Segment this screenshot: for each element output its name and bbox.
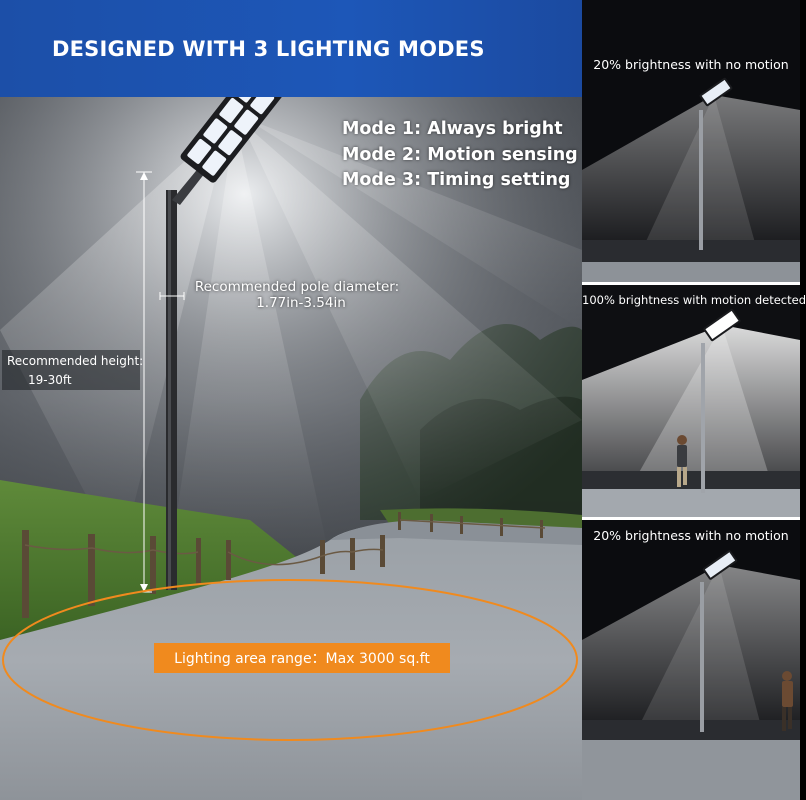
lighting-area-badge: Lighting area range：Max 3000 sq.ft	[154, 643, 450, 673]
height-callout: Recommended height: 19-30ft	[2, 350, 144, 390]
panel-caption: 20% brightness with no motion	[593, 528, 789, 543]
mode-example-panel: 100% brightness with motion detected	[582, 285, 806, 517]
night-street-photo	[582, 0, 800, 282]
night-street-photo	[582, 520, 800, 800]
headline-banner: DESIGNED WITH 3 LIGHTING MODES	[0, 0, 582, 97]
person-figure	[782, 671, 793, 731]
pole-diameter-label: Recommended pole diameter:	[194, 279, 400, 295]
panel-caption: 20% brightness with no motion	[593, 57, 789, 72]
headline: DESIGNED WITH 3 LIGHTING MODES	[52, 36, 485, 61]
main-scene: DESIGNED WITH 3 LIGHTING MODES Mode 1: A…	[0, 0, 582, 800]
night-street-photo	[582, 285, 800, 517]
panel-caption: 100% brightness with motion detected	[582, 293, 806, 307]
mode-example-panel: 20% brightness with no motion	[582, 0, 800, 282]
street-light-scene	[0, 0, 582, 800]
lighting-area-label: Lighting area range：Max 3000 sq.ft	[174, 651, 430, 667]
mode-item: Mode 2: Motion sensing	[342, 144, 578, 165]
mode-item: Mode 3: Timing setting	[342, 170, 571, 190]
height-label: Recommended height:	[7, 354, 144, 368]
pole-diameter-callout: Recommended pole diameter: 1.77in-3.54in	[180, 279, 414, 311]
lighting-area-ellipse	[2, 579, 578, 741]
pole-diameter-value: 1.77in-3.54in	[256, 295, 346, 311]
person-figure	[677, 435, 687, 487]
height-value: 19-30ft	[28, 373, 72, 387]
mode-item: Mode 1: Always bright	[342, 119, 563, 139]
modes-list: Mode 1: Always bright Mode 2: Motion sen…	[342, 117, 578, 194]
mode-examples-column: 20% brightness with no motion	[582, 0, 806, 800]
mode-example-panel: 20% brightness with no motion	[582, 520, 800, 800]
